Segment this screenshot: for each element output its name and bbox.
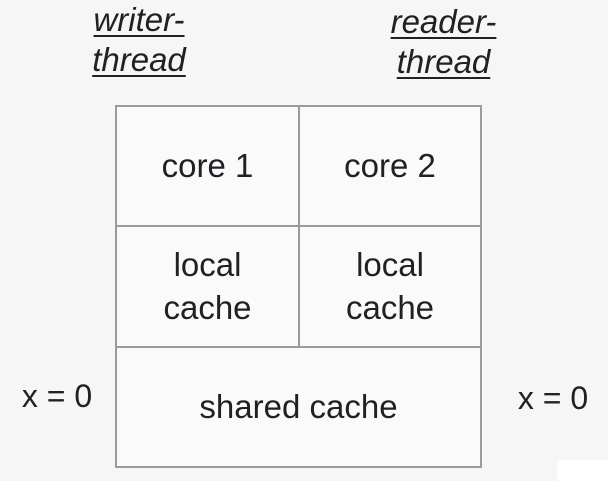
- corner-overlay-patch: [557, 460, 608, 481]
- reader-thread-label: reader-thread: [390, 3, 497, 80]
- shared-cache-label: shared cache: [199, 387, 398, 425]
- core2-label: core 2: [344, 146, 436, 184]
- local-cache-right-cell: local cache: [300, 227, 480, 348]
- local-cache-left-label: local cache: [163, 245, 252, 326]
- cpu-cache-table: core 1 core 2 local cache local cache sh…: [115, 105, 482, 468]
- x-value-left-label: x = 0: [21, 378, 93, 414]
- local-cache-left-cell: local cache: [117, 227, 300, 348]
- local-cache-right-label: local cache: [345, 245, 435, 326]
- writer-thread-label: writer-thread: [92, 1, 186, 78]
- core1-label: core 1: [161, 146, 254, 184]
- shared-cache-cell: shared cache: [117, 348, 480, 466]
- x-value-right-label: x = 0: [517, 380, 589, 416]
- core1-cell: core 1: [117, 107, 300, 227]
- core2-cell: core 2: [300, 107, 480, 227]
